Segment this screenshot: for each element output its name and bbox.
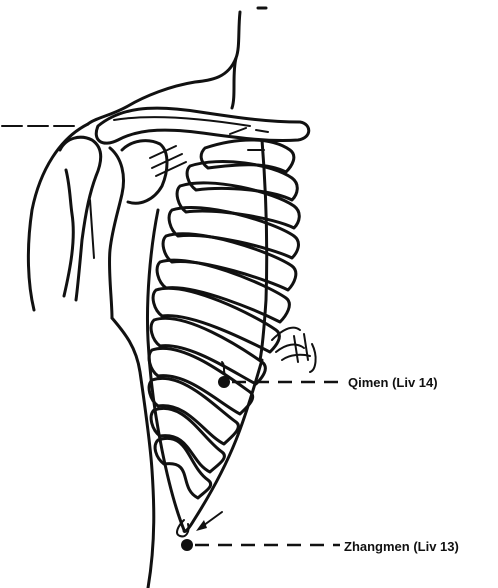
arrow-icon (196, 512, 222, 531)
shoulder-and-arm (28, 124, 153, 588)
rib-8 (151, 318, 265, 384)
rib-cage (149, 140, 299, 498)
zhangmen-label: Zhangmen (Liv 13) (344, 539, 459, 554)
abdominal-strokes (272, 328, 316, 372)
qimen-label: Qimen (Liv 14) (348, 375, 438, 390)
clavicle (96, 108, 309, 143)
neck-outline (88, 8, 266, 124)
rib-10 (149, 378, 238, 444)
costal-margin (147, 210, 262, 536)
rib-6 (157, 260, 289, 322)
rib-2 (187, 162, 297, 200)
rib-1 (201, 140, 294, 172)
zhangmen-point (181, 539, 340, 551)
